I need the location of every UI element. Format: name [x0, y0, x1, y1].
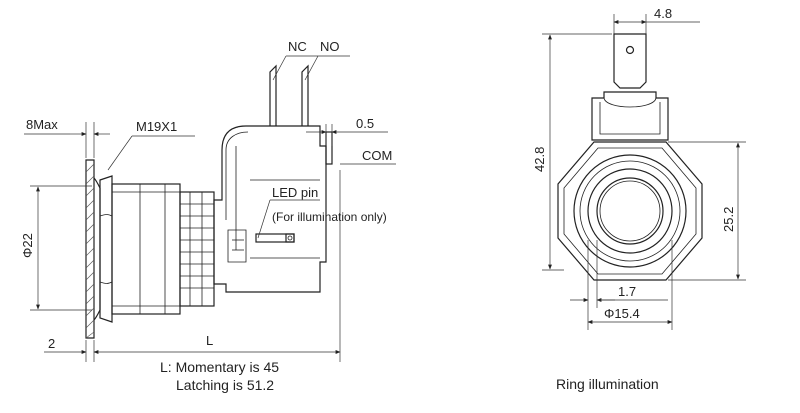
terminal-pins	[269, 64, 309, 126]
leader-com: COM	[340, 148, 396, 165]
leader-thread-label: M19X1	[136, 119, 177, 134]
switch-body	[591, 91, 669, 141]
dim-L-label: L	[206, 333, 213, 348]
dim-25-2: 25.2	[668, 141, 746, 281]
leader-led-note: (For illumination only)	[272, 210, 387, 224]
side-view: 8Max M19X1 NC NO 0.5 COM	[20, 39, 396, 393]
dim-0-5-label: 0.5	[356, 116, 374, 131]
leader-com-label: COM	[362, 148, 392, 163]
dim-8max-label: 8Max	[26, 117, 58, 132]
hex-nut	[99, 175, 113, 323]
dim-15-4: Φ15.4	[587, 240, 673, 330]
panel-bezel	[85, 159, 95, 339]
front-hex	[557, 141, 703, 281]
dim-1-7-label: 1.7	[618, 284, 636, 299]
dim-L: L	[93, 170, 341, 362]
dim-4-8-label: 4.8	[654, 6, 672, 21]
dim-42-8: 42.8	[532, 33, 612, 271]
switch-housing	[213, 125, 327, 293]
head-flange	[93, 177, 101, 321]
dim-diameter: Φ22	[20, 185, 92, 311]
led-pin	[255, 233, 295, 243]
dim-42-8-label: 42.8	[532, 147, 547, 172]
leader-led: LED pin (For illumination only)	[257, 185, 387, 239]
com-terminal	[325, 131, 333, 165]
leader-nc-no: NC NO	[272, 39, 350, 81]
dim-8max: 8Max	[24, 117, 110, 158]
front-view: 4.8 42.8 25.2 1.7	[532, 6, 746, 392]
dim-1-7: 1.7	[570, 240, 668, 308]
length-note-line2: Latching is 51.2	[176, 377, 274, 393]
leader-no-label: NO	[320, 39, 340, 54]
leader-nc-label: NC	[288, 39, 307, 54]
leader-thread: M19X1	[107, 119, 195, 171]
leader-led-label: LED pin	[272, 185, 318, 200]
dim-diameter-label: Φ22	[20, 233, 35, 258]
ribbed-collar	[179, 191, 215, 307]
dim-2: 2	[44, 336, 95, 362]
dim-4-8: 4.8	[613, 6, 700, 34]
terminal-tab	[613, 33, 647, 89]
dim-0-5: 0.5	[306, 116, 388, 146]
dim-15-4-label: Φ15.4	[604, 306, 640, 321]
front-view-caption: Ring illumination	[556, 376, 659, 392]
threaded-body	[111, 183, 181, 315]
length-note-line1: L: Momentary is 45	[160, 359, 279, 375]
dim-2-label: 2	[48, 336, 55, 351]
dim-25-2-label: 25.2	[721, 207, 736, 232]
illuminated-ring	[573, 154, 687, 268]
